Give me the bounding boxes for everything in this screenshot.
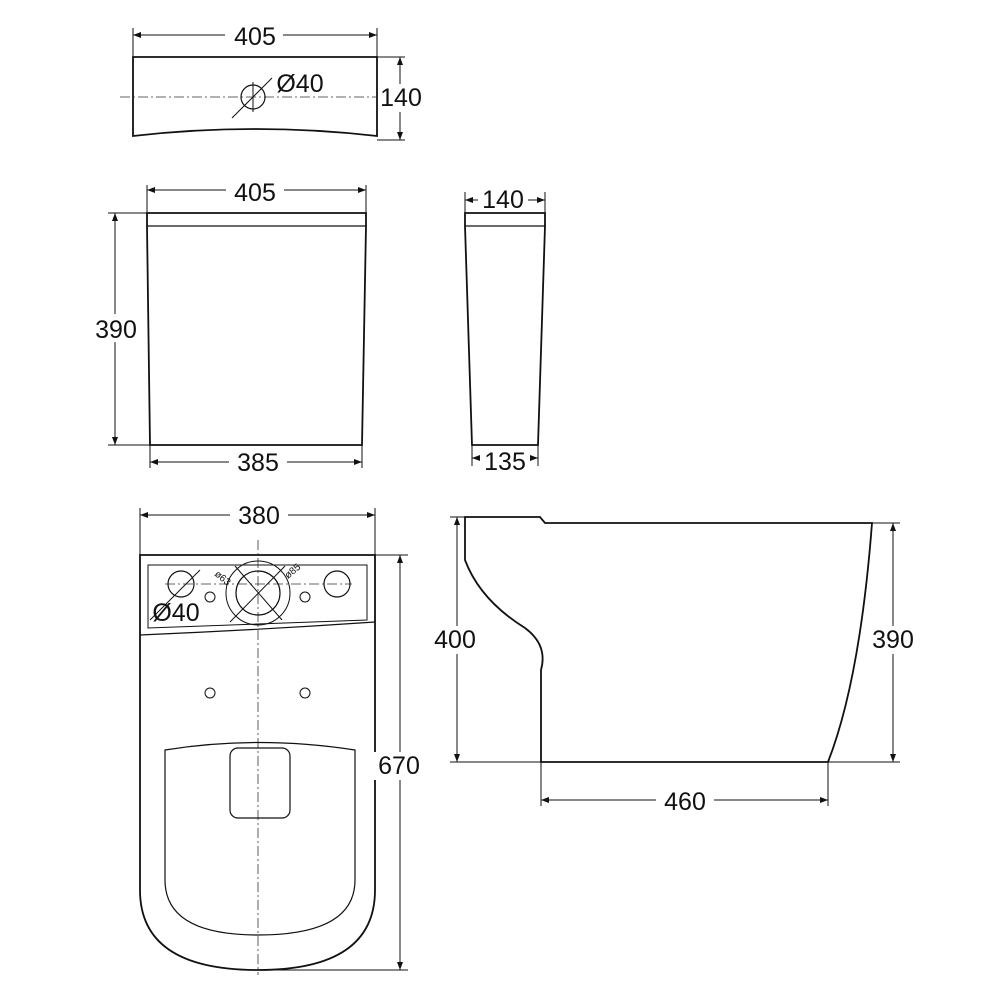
dim-side-height-front: 390 xyxy=(872,626,914,654)
dim-hole: Ø40 xyxy=(276,70,323,98)
dim-top-width: 405 xyxy=(234,23,276,51)
dim-side-bottom-depth: 135 xyxy=(484,448,526,476)
dim-front-top-width: 405 xyxy=(234,179,276,207)
toilet-plan-view: ø63 ø85 Ø40 380 670 xyxy=(139,502,426,975)
toilet-seat xyxy=(164,741,356,936)
dim-front-height: 390 xyxy=(95,316,137,344)
dim-side-base-length: 460 xyxy=(664,788,706,816)
dim-top-depth: 140 xyxy=(380,84,422,112)
dim-side-height-rear: 400 xyxy=(434,626,476,654)
dim-side-top-depth: 140 xyxy=(482,186,524,214)
dim-plan-hole: Ø40 xyxy=(152,599,199,627)
tank-front-view: 405 390 385 xyxy=(88,176,367,477)
tank-side-view: 140 135 xyxy=(464,186,546,476)
toilet-side-view: 400 390 460 xyxy=(430,516,919,816)
tank-top-view: 405 Ø40 140 xyxy=(120,20,424,141)
dim-plan-width: 380 xyxy=(238,502,280,530)
dim-plan-length: 670 xyxy=(378,752,420,780)
dim-front-bottom-width: 385 xyxy=(237,449,279,477)
